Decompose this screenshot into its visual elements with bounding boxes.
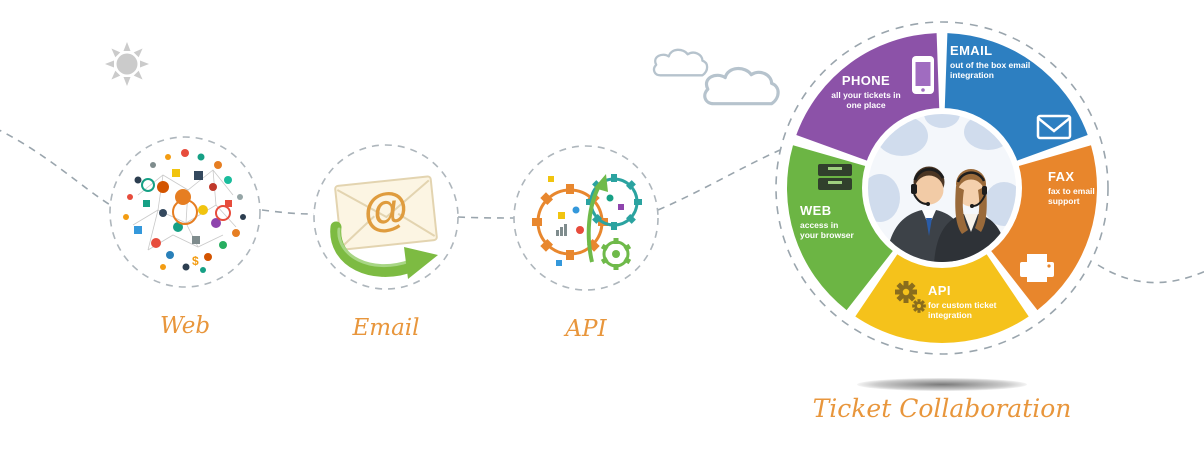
dashed-ring	[775, 21, 1109, 355]
gears-icon	[532, 174, 642, 270]
cloud-icon	[652, 48, 780, 106]
segment-fax	[990, 145, 1097, 311]
envelope-outline-icon	[1036, 114, 1072, 140]
hub-shadow	[857, 378, 1027, 391]
smartphone-icon	[912, 56, 934, 94]
channel-label-email: Email	[352, 315, 420, 341]
fax-printer-icon	[1020, 254, 1054, 282]
segment-api	[855, 252, 1029, 344]
sun-icon	[105, 42, 149, 86]
channel-api: API	[512, 144, 660, 342]
channel-label-web: Web	[159, 313, 211, 339]
hub-title: Ticket Collaboration	[812, 394, 1072, 423]
ticket-collaboration-hub: PHONE all your tickets in one place EMAI…	[772, 18, 1112, 358]
dashed-circle-border	[109, 136, 261, 288]
channel-web: $ Web	[108, 135, 262, 339]
icon-collage-sphere: $	[123, 149, 246, 273]
channel-email: @ Email	[312, 143, 460, 341]
at-symbol: @	[361, 181, 411, 237]
archive-boxes-icon	[818, 164, 852, 190]
segment-web	[787, 145, 894, 311]
channel-label-api: API	[565, 316, 607, 342]
curved-arrow-icon	[330, 221, 438, 279]
gear-icon	[895, 281, 926, 313]
dollar-glyph: $	[192, 254, 199, 268]
dashed-connector	[0, 129, 1204, 284]
email-envelope-icon: @	[334, 175, 438, 251]
segment-phone	[796, 33, 940, 162]
